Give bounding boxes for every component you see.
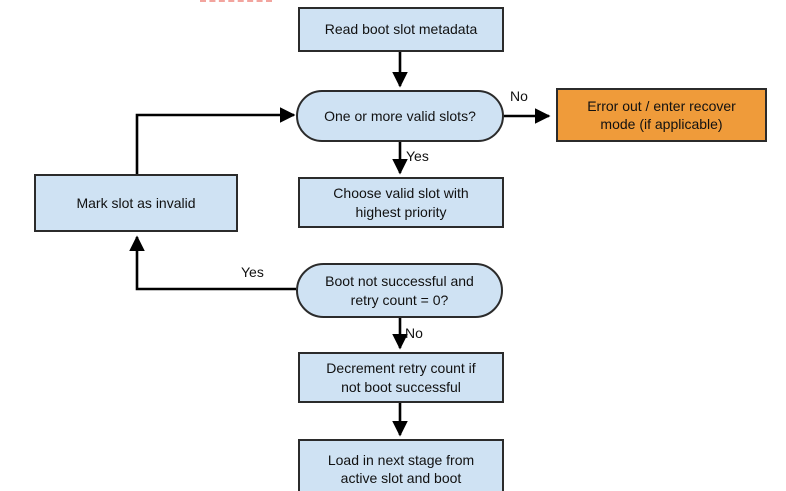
node-label: Boot not successful and retry count = 0? <box>325 273 474 308</box>
node-label: Load in next stage from active slot and … <box>327 451 475 486</box>
node-one-or-more-valid-slots: One or more valid slots? <box>296 90 504 142</box>
node-error-out-recover-mode: Error out / enter recover mode (if appli… <box>556 88 767 142</box>
edge-label-no-to-error: No <box>510 88 528 104</box>
node-label: Mark slot as invalid <box>76 194 196 211</box>
edge-label-yes-to-mark-invalid: Yes <box>241 264 264 280</box>
edge-label-no-to-decrement: No <box>405 325 423 341</box>
arrow-mark-to-valid <box>135 107 296 174</box>
node-load-next-stage: Load in next stage from active slot and … <box>298 439 504 491</box>
edge-label-yes-to-choose: Yes <box>406 148 429 164</box>
node-choose-valid-slot: Choose valid slot with highest priority <box>298 177 504 228</box>
node-read-boot-slot-metadata: Read boot slot metadata <box>298 7 504 52</box>
arrow-retry-to-mark <box>129 235 296 291</box>
node-mark-slot-invalid: Mark slot as invalid <box>34 174 238 232</box>
node-decrement-retry-count: Decrement retry count if not boot succes… <box>298 352 504 403</box>
node-label: Choose valid slot with highest priority <box>333 185 469 220</box>
node-label: Error out / enter recover mode (if appli… <box>587 97 736 132</box>
cropped-dashed-artifact <box>200 0 272 2</box>
node-label: Read boot slot metadata <box>324 21 478 38</box>
node-boot-not-successful-retry: Boot not successful and retry count = 0? <box>296 263 503 318</box>
node-label: One or more valid slots? <box>324 107 476 124</box>
node-label: Decrement retry count if not boot succes… <box>326 360 476 395</box>
